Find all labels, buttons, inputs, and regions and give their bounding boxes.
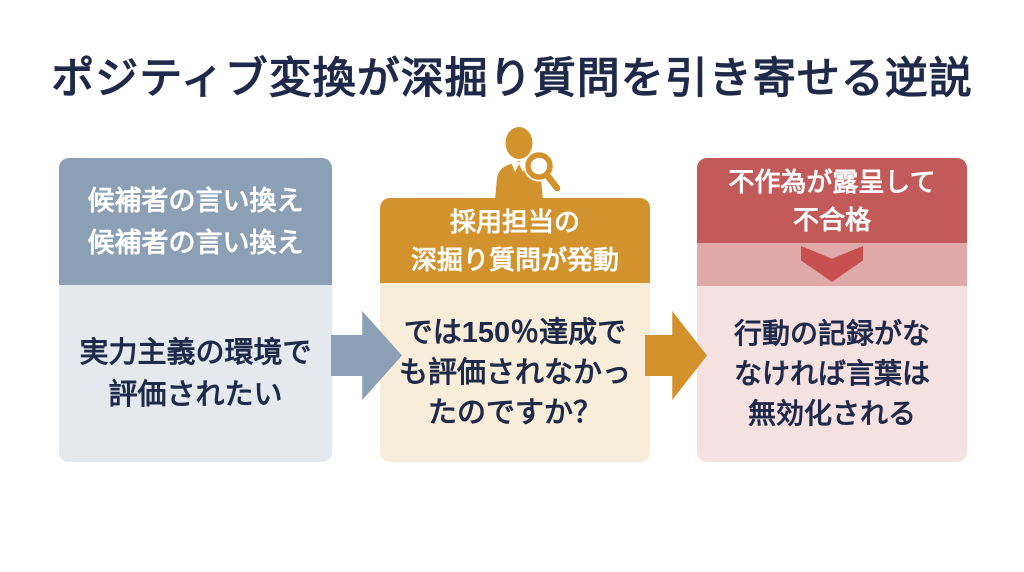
recruiter-question-body: では150％達成で も評価されなかっ たのですか？ (380, 283, 650, 462)
recruiter-question-box: 採用担当の 深掘り質問が発動 では150％達成で も評価されなかっ たのですか？ (380, 198, 650, 462)
rejection-header: 不作為が露呈して 不合格 (697, 158, 967, 243)
candidate-rephrase-body: 実力主義の環境で 評価されたい (59, 285, 332, 462)
candidate-rephrase-box: 候補者の言い換え 候補者の言い換え 実力主義の環境で 評価されたい (59, 158, 332, 462)
rejection-body: 行動の記録がな なければ言葉は 無効化される (697, 286, 967, 462)
rejection-box: 不作為が露呈して 不合格 行動の記録がな なければ言葉は 無効化される (697, 158, 967, 462)
recruiter-question-header: 採用担当の 深掘り質問が発動 (380, 198, 650, 283)
down-arrow-icon (801, 246, 863, 282)
recruiter-magnifier-icon (487, 126, 565, 200)
rejection-transition-band (697, 243, 967, 286)
slide-title: ポジティブ変換が深掘り質問を引き寄せる逆説 (51, 55, 973, 103)
candidate-rephrase-header: 候補者の言い換え 候補者の言い換え (59, 158, 332, 285)
